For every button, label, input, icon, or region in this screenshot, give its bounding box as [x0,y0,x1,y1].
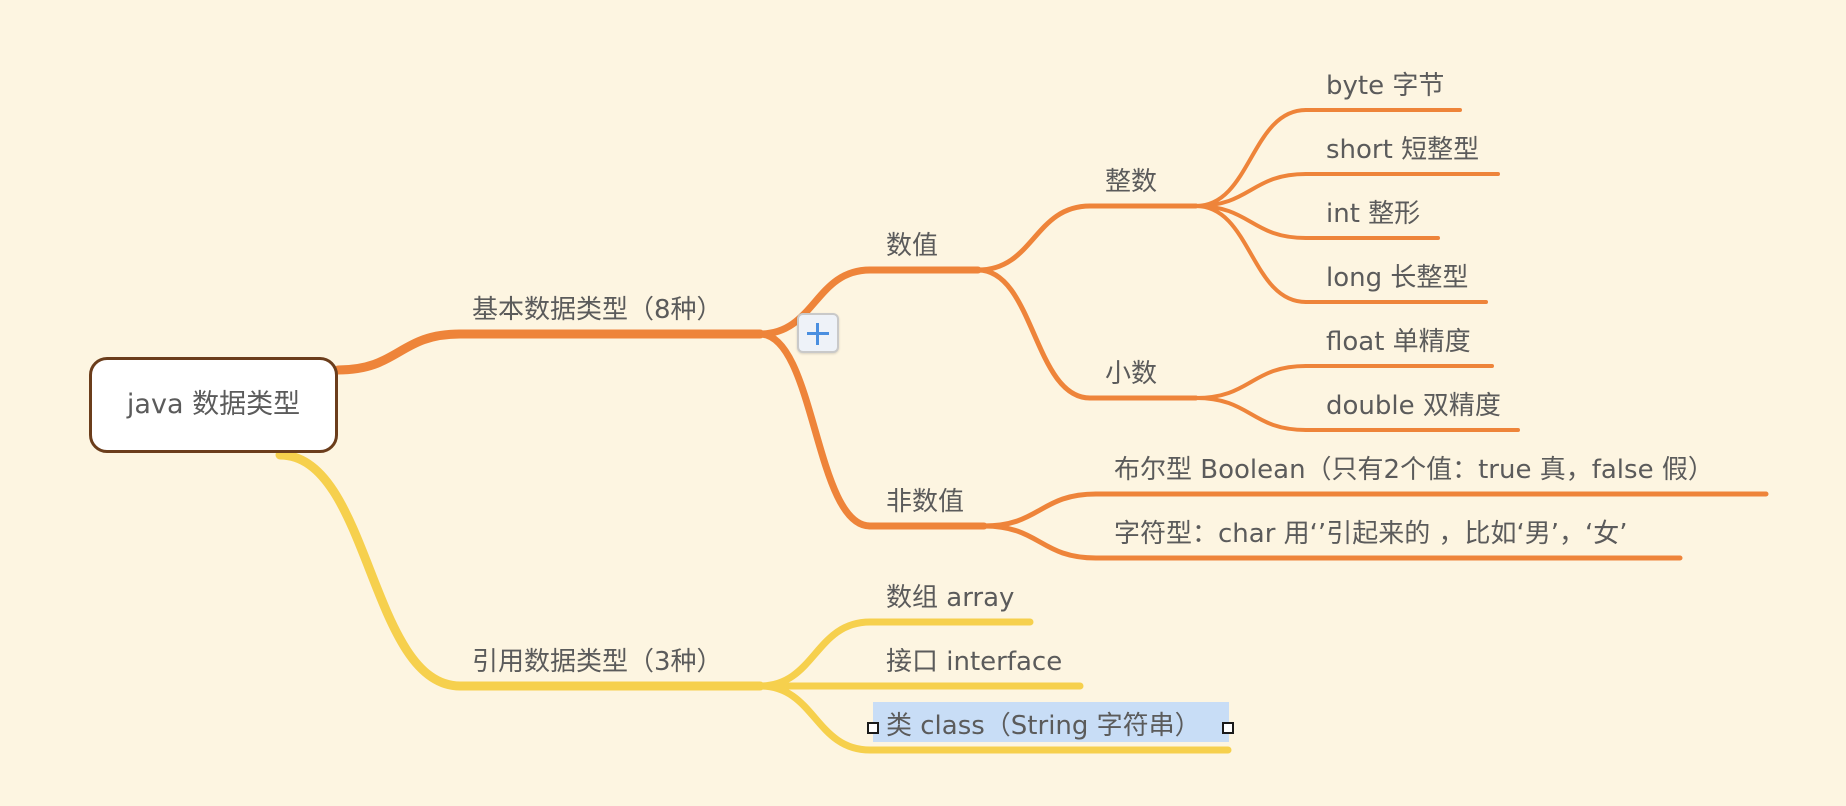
node-interface[interactable]: 接口 interface [886,647,1063,677]
node-non-numeric[interactable]: 非数值 [886,487,965,517]
node-array[interactable]: 数组 array [886,583,1015,613]
selection-highlight [873,702,1229,742]
link-nonnumeric-leaf-0 [981,491,1099,529]
root-label: java 数据类型 [126,389,301,420]
node-boolean[interactable]: 布尔型 Boolean（只有2个值：true 真，false 假） [1114,455,1714,485]
expand-button[interactable] [797,313,839,353]
node-decimal[interactable]: 小数 [1105,359,1158,389]
node-reference-types[interactable]: 引用数据类型（3种） [472,647,723,677]
link-integer-leaf-1 [1194,172,1308,208]
link-basic-nonnumeric [756,330,874,530]
node-char[interactable]: 字符型：char 用‘’引起来的 ，比如‘男’，‘女’ [1114,519,1628,549]
node-long[interactable]: long 长整型 [1326,263,1469,293]
link-decimal-leaf-0 [1194,364,1308,400]
link-numeric-integer [975,203,1093,273]
node-class[interactable]: 类 class（String 字符串） [886,711,1201,741]
node-byte[interactable]: byte 字节 [1326,71,1445,101]
link-basic-numeric [756,266,874,338]
node-double[interactable]: double 双精度 [1326,391,1501,421]
link-integer-leaf-3 [1194,204,1308,304]
node-basic-types[interactable]: 基本数据类型（8种） [472,295,723,325]
node-int[interactable]: int 整形 [1326,199,1421,229]
link-reference-leaf-2 [756,682,874,754]
link-integer-leaf-0 [1194,108,1308,208]
resize-handle-right[interactable] [1222,722,1234,734]
node-float[interactable]: float 单精度 [1326,327,1471,357]
link-decimal-leaf-1 [1194,396,1308,432]
resize-handle-left[interactable] [867,722,879,734]
link-root-basic [333,329,465,375]
node-numeric[interactable]: 数值 [886,231,939,261]
link-reference-leaf-0 [756,618,874,690]
node-integer[interactable]: 整数 [1105,167,1158,197]
link-nonnumeric-leaf-1 [981,523,1099,561]
link-root-reference [275,450,465,691]
node-short[interactable]: short 短整型 [1326,135,1480,165]
link-numeric-decimal [975,267,1093,401]
root-node[interactable]: java 数据类型 [89,357,338,453]
